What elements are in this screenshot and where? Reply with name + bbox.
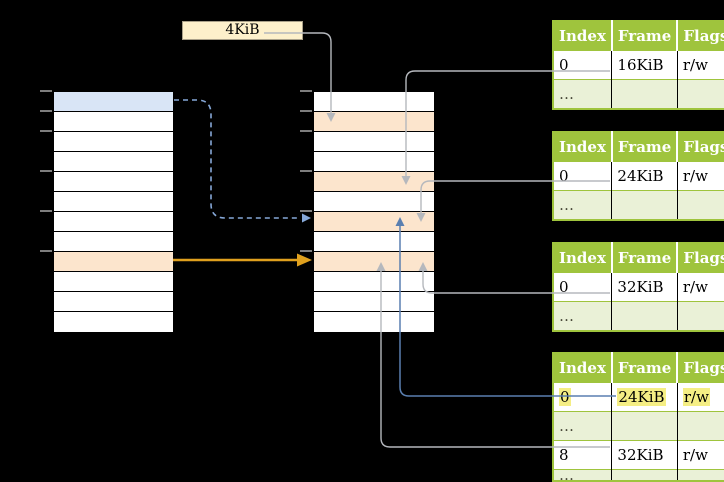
tick-mark [300,250,312,252]
arrow-blue-dashed-entry [174,99,311,223]
cell-ellipsis: … [553,469,613,481]
cell-ellipsis: … [553,411,613,441]
cell-index: 0 [553,50,613,80]
cell-flags: r/w [677,382,724,412]
table-row: 0 16KiB r/w [553,50,724,80]
cell-frame: 24KiB [611,161,678,191]
table-row-ellipsis: … [553,79,724,109]
cell-frame: 32KiB [611,440,678,470]
cell-frame: 24KiB [611,382,678,412]
column-header-flags: Flags [677,353,724,383]
table-row-ellipsis: … [553,190,724,220]
table-header-row: Index Frame Flags [553,353,724,383]
mid-row-orange-16kib [314,172,434,192]
highlight: r/w [682,388,710,406]
mid-row [314,152,434,172]
arrow-orange-entry [173,253,312,267]
highlight: 24KiB [617,388,666,406]
column-header-index: Index [553,132,613,162]
cell-index: 0 [553,382,613,412]
left-memory-column [53,91,174,333]
size-label-4kib: 4KiB [182,21,303,40]
column-header-index: Index [553,21,613,51]
table-header-row: Index Frame Flags [553,243,724,273]
table-row-ellipsis: … [553,411,724,441]
table-row-highlighted: 0 24KiB r/w [553,382,724,412]
cell-frame: 16KiB [611,50,678,80]
middle-memory-column [313,91,435,333]
tick-mark [300,210,312,212]
column-header-flags: Flags [677,243,724,273]
cell-frame: 32KiB [611,272,678,302]
left-row [54,312,173,332]
cell-ellipsis: … [553,79,613,109]
cell-flags: r/w [677,440,724,470]
tick-mark [300,130,312,132]
table-row: 8 32KiB r/w [553,440,724,470]
cell-ellipsis: … [553,190,613,220]
mid-row-orange-24kib [314,212,434,232]
mid-row [314,132,434,152]
table-row: 0 24KiB r/w [553,161,724,191]
tick-mark [300,110,312,112]
column-header-index: Index [553,243,613,273]
cell-ellipsis: … [553,301,613,331]
mid-row [314,232,434,252]
cell-index: 8 [553,440,613,470]
table-header-row: Index Frame Flags [553,21,724,51]
left-row [54,152,173,172]
cell-flags: r/w [677,50,724,80]
left-row [54,272,173,292]
column-header-index: Index [553,353,613,383]
cell-flags: r/w [677,161,724,191]
left-row-blue [54,92,173,112]
mid-row-orange-32kib [314,252,434,272]
mid-row-orange-4kib [314,112,434,132]
table-row-ellipsis-clipped: … [553,469,724,481]
column-header-frame: Frame [611,132,679,162]
tick-mark [40,110,52,112]
column-header-flags: Flags [677,132,724,162]
tick-mark [40,90,52,92]
left-row [54,232,173,252]
frame-table-16kib: Index Frame Flags 0 16KiB r/w … [552,20,724,110]
column-header-frame: Frame [611,243,679,273]
mid-row [314,192,434,212]
tick-mark [40,130,52,132]
left-row [54,132,173,152]
highlight: 0 [559,388,571,406]
left-row [54,172,173,192]
left-row-orange [54,252,173,272]
cell-index: 0 [553,272,613,302]
column-header-flags: Flags [677,21,724,51]
column-header-frame: Frame [611,353,679,383]
frame-table-level1: Index Frame Flags 0 24KiB r/w … 8 32KiB … [552,352,724,482]
left-row [54,112,173,132]
tick-mark [300,170,312,172]
tick-mark [40,250,52,252]
mid-row [314,312,434,332]
tick-mark [300,90,312,92]
table-row: 0 32KiB r/w [553,272,724,302]
left-row [54,192,173,212]
column-header-frame: Frame [611,21,679,51]
left-row [54,212,173,232]
mid-row [314,92,434,112]
cell-flags: r/w [677,272,724,302]
mid-row [314,292,434,312]
table-header-row: Index Frame Flags [553,132,724,162]
left-row [54,292,173,312]
table-row-ellipsis: … [553,301,724,331]
tick-mark [40,210,52,212]
cell-index: 0 [553,161,613,191]
frame-table-24kib: Index Frame Flags 0 24KiB r/w … [552,131,724,221]
frame-table-32kib: Index Frame Flags 0 32KiB r/w … [552,242,724,332]
mid-row [314,272,434,292]
tick-mark [40,170,52,172]
